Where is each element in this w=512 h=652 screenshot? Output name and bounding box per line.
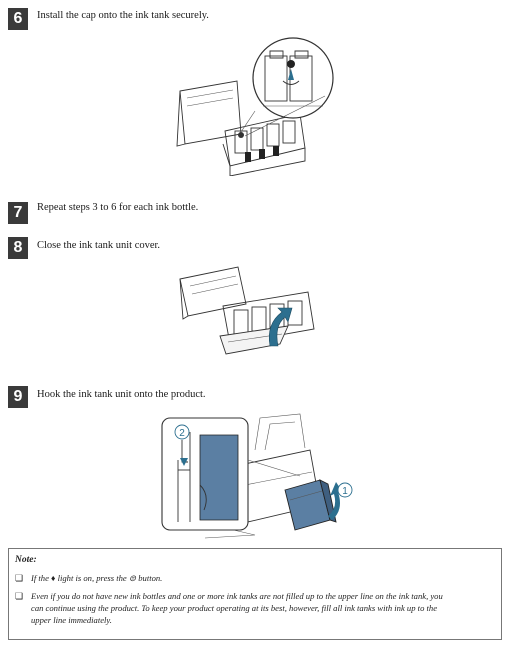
note-item-2-line-1: Even if you do not have new ink bottles … [31,591,443,601]
step-9-text: Hook the ink tank unit onto the product. [37,389,206,400]
callout-1: 1 [342,486,348,497]
step-7-number: 7 [8,202,28,224]
note-bullet-2: ❏ [15,591,24,601]
step-6-illustration [176,37,334,176]
step-8-number: 8 [8,237,28,259]
step-7-text: Repeat steps 3 to 6 for each ink bottle. [37,202,199,213]
note-item-2-line-2: can continue using the product. To keep … [31,603,438,613]
note-title: Note: [15,555,37,565]
note-item-1: If the ♦ light is on, press the ⊜ button… [31,573,163,583]
step-6-number: 6 [8,8,28,30]
step-9-illustration: 1 2 [161,413,353,539]
step-8-text: Close the ink tank unit cover. [37,240,161,251]
step-8-illustration [179,266,315,355]
step-9-number: 9 [8,386,28,408]
note-bullet-1: ❏ [15,573,24,583]
callout-2: 2 [179,428,185,439]
note-item-2-line-3: upper line immediately. [31,615,112,625]
step-6-text: Install the cap onto the ink tank secure… [37,10,209,21]
note-box: Note: ❏ If the ♦ light is on, press the … [8,548,502,640]
